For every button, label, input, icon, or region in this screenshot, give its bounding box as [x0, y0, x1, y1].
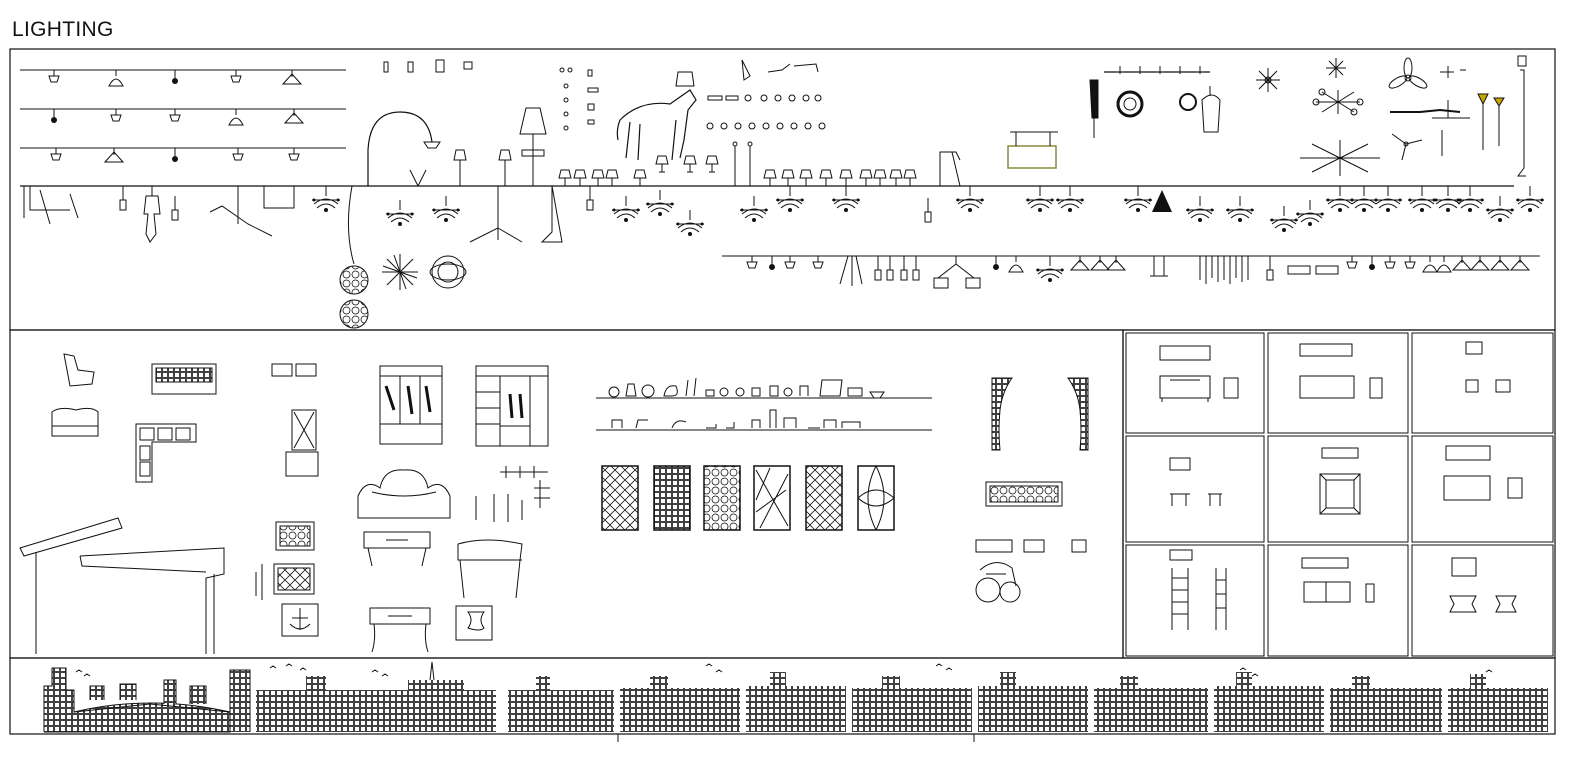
- skyline-towers: [256, 661, 1548, 732]
- floor-lamps: [367, 107, 547, 187]
- awning-elevations: [19, 517, 225, 654]
- horse-lamp: [616, 71, 697, 161]
- small-lamp-cluster: [383, 59, 826, 131]
- chandelier-row: [23, 185, 1545, 243]
- upper-right-fixtures: [1007, 55, 1527, 177]
- furniture-decor-block: [9, 329, 1124, 659]
- hardware-icons: [475, 466, 550, 522]
- skyline-birds: [75, 663, 1493, 677]
- curtains-and-misc: [975, 377, 1089, 603]
- decorative-pendants: [339, 185, 467, 329]
- sofa-plans: [51, 353, 319, 637]
- decorative-screens: [601, 465, 895, 531]
- accessory-shelves: [596, 377, 932, 431]
- pendant-track-rows: [20, 69, 346, 163]
- skyline-vignette: [43, 667, 251, 733]
- page-title: LIGHTING: [12, 18, 114, 41]
- lighting-block: [9, 48, 1556, 331]
- gold-floor-lamps: [1477, 93, 1505, 150]
- rail-pendants: [746, 255, 1530, 289]
- table-lamp-row: [558, 141, 961, 187]
- skyline-strip: [9, 657, 1556, 742]
- ornate-furniture: [357, 469, 523, 653]
- elevation-grid-block: [1122, 329, 1556, 659]
- wardrobes: [379, 365, 549, 447]
